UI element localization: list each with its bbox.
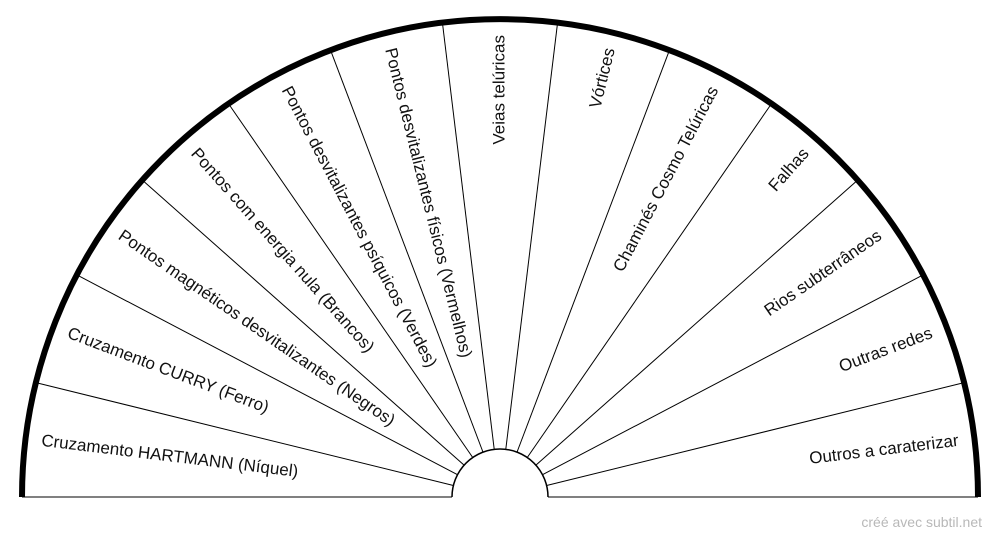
sector-labels: Cruzamento HARTMANN (Níquel)Cruzamento C… (40, 35, 960, 481)
sector-divider (516, 49, 670, 453)
sector-divider (546, 382, 965, 486)
sector-label: Rios subterrâneos (761, 226, 885, 320)
sector-divider (441, 22, 495, 450)
sector-label: Pontos com energia nula (Brancos) (187, 144, 378, 356)
sector-label: Outras redes (836, 323, 935, 376)
sector-divider (330, 49, 484, 453)
sector-divider (526, 103, 772, 458)
sector-divider (35, 382, 454, 486)
sector-label: Vórtices (586, 46, 619, 110)
sector-label: Cruzamento CURRY (Ferro) (65, 323, 272, 417)
sector-label: Chaminés Cosmo Telúricas (609, 83, 722, 275)
sector-divider (76, 274, 458, 476)
sector-label: Falhas (765, 144, 813, 195)
sector-divider (535, 179, 859, 466)
sector-label: Veias telúricas (489, 35, 508, 145)
credit-text: créé avec subtil.net (861, 514, 982, 530)
sector-label: Outros a caraterizar (808, 431, 960, 468)
center-hub (451, 448, 549, 498)
outer-arc (19, 16, 981, 498)
sector-divider (228, 103, 474, 458)
sector-divider (542, 274, 924, 476)
sector-dividers (22, 22, 978, 498)
sector-divider (505, 22, 559, 450)
sector-divider (141, 179, 465, 466)
